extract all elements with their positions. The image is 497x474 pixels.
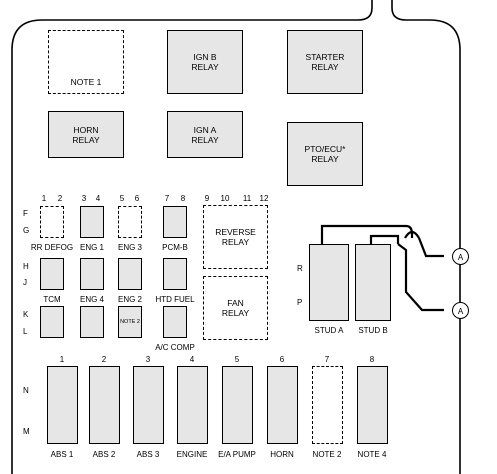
maxi-fuse-2 [89, 366, 120, 444]
maxi-fuse-1 [47, 366, 78, 444]
maxi-fuse-label: ABS 3 [136, 450, 160, 459]
maxi-fuse-label: NOTE 4 [357, 450, 387, 459]
pcm-b-label: PCM-B [162, 243, 188, 252]
column-number: 11 [242, 194, 252, 203]
maxi-fuse-8 [357, 366, 388, 444]
row-letter: K [23, 310, 29, 319]
fuse-eng4 [80, 258, 104, 290]
fuse-rr-defog [40, 206, 64, 238]
note2-small-label: NOTE 2 [120, 319, 140, 325]
row-letter: N [23, 386, 29, 395]
fuse-k-l-1 [40, 306, 64, 338]
maxi-fuse-number: 7 [324, 355, 330, 364]
maxi-fuse-number: 1 [59, 355, 65, 364]
circle-a-lower: A [452, 302, 469, 319]
ign-a-relay-label: IGN A RELAY [191, 124, 219, 145]
maxi-fuse-4 [177, 366, 208, 444]
starter-relay-label: STARTER RELAY [305, 52, 345, 72]
row-letter: P [297, 298, 303, 307]
fuse-eng1 [80, 206, 104, 238]
eng4-label: ENG 4 [79, 295, 105, 304]
column-number: 7 [164, 194, 170, 203]
htd-fuel-label: HTD FUEL [155, 295, 195, 304]
column-number: 1 [41, 194, 47, 203]
maxi-fuse-number: 3 [145, 355, 151, 364]
rr-defog-label: RR DEFOG [30, 243, 74, 252]
maxi-fuse-label: HORN [270, 450, 294, 459]
eng2-label: ENG 2 [117, 295, 143, 304]
ign-a-relay: IGN A RELAY [167, 111, 243, 158]
pto-ecu-relay-label: PTO/ECU* RELAY [304, 144, 346, 164]
starter-relay: STARTER RELAY [287, 30, 363, 94]
maxi-fuse-number: 4 [189, 355, 195, 364]
maxi-fuse-label: ABS 2 [92, 450, 116, 459]
circle-a-upper: A [452, 248, 469, 265]
maxi-fuse-3 [133, 366, 164, 444]
tcm-label: TCM [43, 295, 61, 304]
fan-relay: FAN RELAY [203, 276, 268, 340]
fuse-eng3 [118, 206, 142, 238]
note1-label: NOTE 1 [70, 77, 102, 87]
maxi-fuse-7 [312, 366, 343, 444]
stud-wiring [320, 224, 444, 312]
maxi-fuse-5 [222, 366, 253, 444]
pto-ecu-relay: PTO/ECU* RELAY [287, 122, 363, 186]
maxi-fuse-6 [267, 366, 298, 444]
column-number: 5 [119, 194, 125, 203]
row-letter: J [23, 278, 27, 287]
horn-relay: HORN RELAY [48, 111, 124, 158]
stud-a-label: STUD A [314, 326, 344, 335]
row-letter: R [297, 264, 303, 273]
column-number: 6 [134, 194, 140, 203]
row-letter: F [23, 209, 28, 218]
maxi-fuse-number: 8 [369, 355, 375, 364]
fuse-k-l-3 [80, 306, 104, 338]
stud-b [355, 244, 391, 321]
row-letter: H [23, 262, 29, 271]
ign-b-relay-label: IGN B RELAY [191, 52, 219, 72]
eng3-label: ENG 3 [117, 243, 143, 252]
maxi-fuse-number: 5 [234, 355, 240, 364]
column-number: 3 [81, 194, 87, 203]
maxi-fuse-number: 2 [101, 355, 107, 364]
maxi-fuse-number: 6 [279, 355, 285, 364]
fan-relay-label: FAN RELAY [221, 298, 250, 318]
column-number: 8 [180, 194, 186, 203]
note1-relay-position: NOTE 1 [48, 30, 124, 94]
row-letter: M [23, 427, 30, 436]
fuse-tcm [40, 258, 64, 290]
maxi-fuse-label: ABS 1 [50, 450, 74, 459]
column-number: 10 [220, 194, 230, 203]
maxi-fuse-label: ENGINE [176, 450, 208, 459]
column-number: 9 [204, 194, 210, 203]
stud-b-label: STUD B [358, 326, 388, 335]
fuse-pcm-b [163, 206, 187, 238]
fuse-eng2 [118, 258, 142, 290]
fuse-htd-fuel [163, 258, 187, 290]
row-letter: L [23, 327, 28, 336]
ign-b-relay: IGN B RELAY [167, 30, 243, 94]
fuse-ac-comp [163, 306, 187, 338]
stud-a [309, 244, 349, 321]
ac-comp-label: A/C COMP [155, 343, 195, 352]
reverse-relay: REVERSE RELAY [203, 205, 268, 269]
maxi-fuse-label: E/A PUMP [218, 450, 256, 459]
reverse-relay-label: REVERSE RELAY [215, 227, 256, 247]
column-number: 2 [57, 194, 63, 203]
horn-relay-label: HORN RELAY [72, 124, 100, 145]
fuse-note2-small: NOTE 2 [118, 306, 142, 338]
row-letter: G [23, 226, 30, 235]
maxi-fuse-label: NOTE 2 [312, 450, 342, 459]
eng1-label: ENG 1 [79, 243, 105, 252]
column-number: 12 [259, 194, 269, 203]
column-number: 4 [95, 194, 101, 203]
